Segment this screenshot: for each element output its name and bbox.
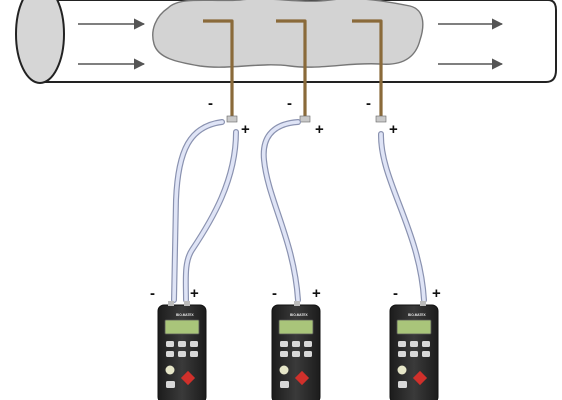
manometer-1: BIO-MATEX - + [150,285,207,400]
manometer-3-display [396,319,432,335]
meter-1-minus-label: - [150,285,155,302]
pitot-probe-3: - + [352,19,398,138]
probe-3-plus-label: + [389,121,398,138]
manometer-1-display [164,319,200,335]
manometer-2-brand: BIO-MATEX [290,313,309,317]
probe-1-plus-label: + [241,121,250,138]
probe-2-minus-label: - [287,95,292,112]
flow-disturbance-region [152,0,424,68]
manometer-2: BIO-MATEX - + [271,285,321,400]
meter-3-minus-label: - [393,285,398,302]
probe-3-minus-label: - [366,95,371,112]
pitot-probe-1: - + [203,19,250,138]
pressure-hoses [171,119,427,303]
manometer-2-display [278,319,314,335]
pipe-inlet-opening [15,0,65,84]
manometer-3-brand: BIO-MATEX [408,313,427,317]
meter-2-minus-label: - [272,285,277,302]
meter-3-plus-label: + [432,285,441,302]
probe-1-minus-label: - [208,95,213,112]
meter-2-plus-label: + [312,285,321,302]
manometer-1-brand: BIO-MATEX [176,313,195,317]
probe-2-plus-label: + [315,121,324,138]
flow-arrows [78,18,504,70]
manometer-1-red-key [180,370,196,386]
manometer-3: BIO-MATEX - + [389,285,441,400]
manometer-2-red-key [294,370,310,386]
manometer-3-red-key [412,370,428,386]
meter-1-plus-label: + [190,285,199,302]
pitot-probe-2: - + [276,19,324,138]
